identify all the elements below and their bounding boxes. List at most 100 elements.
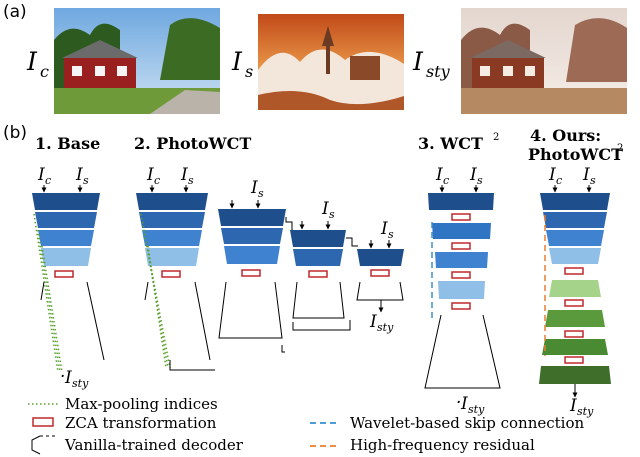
svg-text:c: c	[443, 174, 449, 187]
photowct-encoder1-layer-1	[136, 193, 208, 210]
base-encoder-layer-4	[41, 248, 91, 266]
wct2-zca-4	[451, 302, 471, 310]
method-title-photowct: 2. PhotoWCT	[134, 134, 251, 153]
svg-text:3. WCT: 3. WCT	[418, 134, 483, 153]
svg-text:·: ·	[60, 367, 65, 387]
ours-decoder-layer-3	[542, 339, 608, 355]
svg-text:s: s	[477, 174, 483, 187]
wct2-zca-3	[451, 271, 471, 279]
photowct-zca-1	[161, 270, 181, 278]
base-encoder-layer-2	[35, 212, 97, 228]
ours-decoder-layer-2	[545, 310, 605, 327]
photowct-zca-4	[370, 269, 390, 277]
ours-encoder-layer-4	[549, 248, 601, 264]
svg-text:I: I	[75, 165, 83, 185]
ours-encoder-layer-3	[546, 230, 604, 246]
svg-text:Wavelet-based skip connection: Wavelet-based skip connection	[350, 414, 585, 432]
wct2-decoder	[424, 314, 501, 389]
method-title-ours: 4. Ours: PhotoWCT 2	[528, 126, 623, 164]
ours-zca-1	[564, 267, 584, 275]
style-image	[258, 14, 404, 110]
svg-text:I: I	[231, 47, 243, 76]
svg-text:s: s	[388, 228, 394, 241]
photowct-connector-2	[285, 217, 293, 230]
svg-text:c: c	[40, 62, 49, 81]
svg-text:I: I	[369, 312, 377, 332]
svg-text:I: I	[180, 165, 188, 185]
photowct-encoder2-layer-2	[221, 228, 283, 244]
base-maxpool-1	[33, 213, 59, 373]
photowct-decoder3	[292, 281, 345, 319]
svg-text:I: I	[26, 47, 38, 76]
photowct-encoder1-layer-2	[139, 212, 205, 228]
method-title-base: 1. Base	[35, 134, 100, 153]
wct2-zca-1	[451, 213, 471, 221]
svg-text:I: I	[380, 219, 388, 239]
svg-text:I: I	[569, 396, 577, 416]
style-image-label: I s	[231, 47, 253, 81]
svg-text:I: I	[250, 178, 258, 198]
svg-text:Max-pooling indices: Max-pooling indices	[65, 395, 218, 413]
svg-text:·: ·	[456, 393, 461, 413]
svg-text:s: s	[329, 208, 335, 221]
base-zca-box	[54, 270, 74, 278]
svg-text:sty: sty	[468, 403, 485, 416]
photowct-connector-3	[346, 237, 358, 247]
ours-zca-3	[564, 330, 584, 338]
svg-text:2. PhotoWCT: 2. PhotoWCT	[134, 134, 251, 153]
svg-text:s: s	[245, 62, 253, 81]
content-image	[54, 8, 220, 114]
photowct-zca-2	[241, 269, 261, 277]
panel-label-b: (b)	[3, 123, 27, 143]
photowct-encoder4-layer-1	[357, 249, 404, 266]
svg-text:2: 2	[493, 132, 499, 143]
svg-text:s: s	[590, 174, 596, 187]
svg-text:High-frequency residual: High-frequency residual	[350, 436, 535, 454]
wct2-encoder-layer-1	[428, 193, 494, 210]
svg-text:ZCA transformation: ZCA transformation	[65, 414, 217, 432]
svg-text:c: c	[154, 174, 160, 187]
photowct-zca-3	[308, 270, 328, 278]
svg-text:I: I	[64, 368, 72, 388]
base-decoder-left	[40, 281, 45, 301]
svg-text:2: 2	[617, 143, 623, 154]
ours-decoder-layer-4	[539, 366, 611, 384]
svg-text:c: c	[45, 174, 51, 187]
legend-maxpool: Max-pooling indices	[28, 395, 218, 413]
svg-text:Vanilla-trained decoder: Vanilla-trained decoder	[64, 436, 244, 454]
wct2-zca-2	[451, 242, 471, 250]
photowct-decoder2	[218, 281, 283, 339]
photowct-decoder4	[356, 281, 404, 301]
svg-text:I: I	[321, 199, 329, 219]
svg-text:1. Base: 1. Base	[35, 134, 100, 153]
photowct-encoder1-layer-3	[142, 230, 202, 246]
legend-wavelet: Wavelet-based skip connection	[310, 414, 585, 432]
stylized-image-label: I sty	[412, 47, 451, 81]
ours-encoder-layer-1	[540, 193, 610, 210]
svg-text:s: s	[258, 187, 264, 200]
photowct-encoder3-layer-1	[290, 230, 346, 247]
photowct-encoder3-layer-2	[293, 249, 343, 266]
panel-label-a: (a)	[3, 2, 27, 22]
svg-text:PhotoWCT: PhotoWCT	[528, 145, 623, 164]
ours-zca-2	[564, 299, 584, 307]
photowct-encoder2-layer-3	[224, 246, 280, 264]
legend-decoder: Vanilla-trained decoder	[31, 435, 244, 455]
photowct-encoder2-layer-1	[218, 209, 286, 226]
ours-decoder-layer-1	[549, 280, 601, 297]
